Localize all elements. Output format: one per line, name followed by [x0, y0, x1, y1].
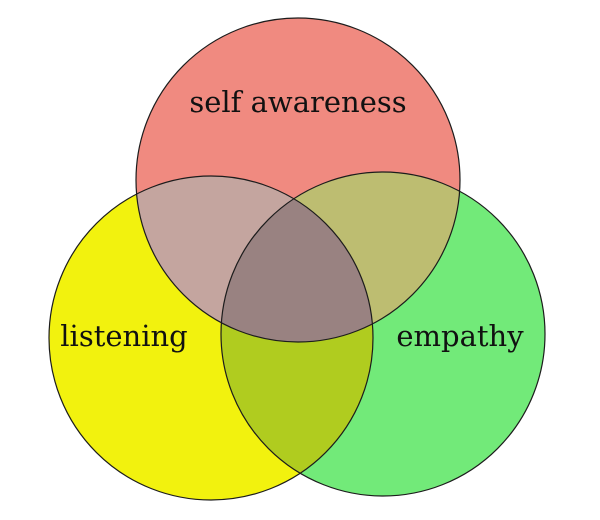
label-listening: listening: [60, 319, 187, 353]
label-empathy: empathy: [396, 319, 524, 353]
label-self-awareness: self awareness: [189, 85, 406, 119]
overlap-all-three-inner: [221, 176, 373, 342]
overlap-all-three-outer: [221, 176, 373, 342]
outline-listening: [48, 175, 374, 501]
circle-outlines: [48, 17, 546, 501]
outline-empathy: [220, 171, 546, 497]
outline-self-awareness: [135, 17, 461, 343]
